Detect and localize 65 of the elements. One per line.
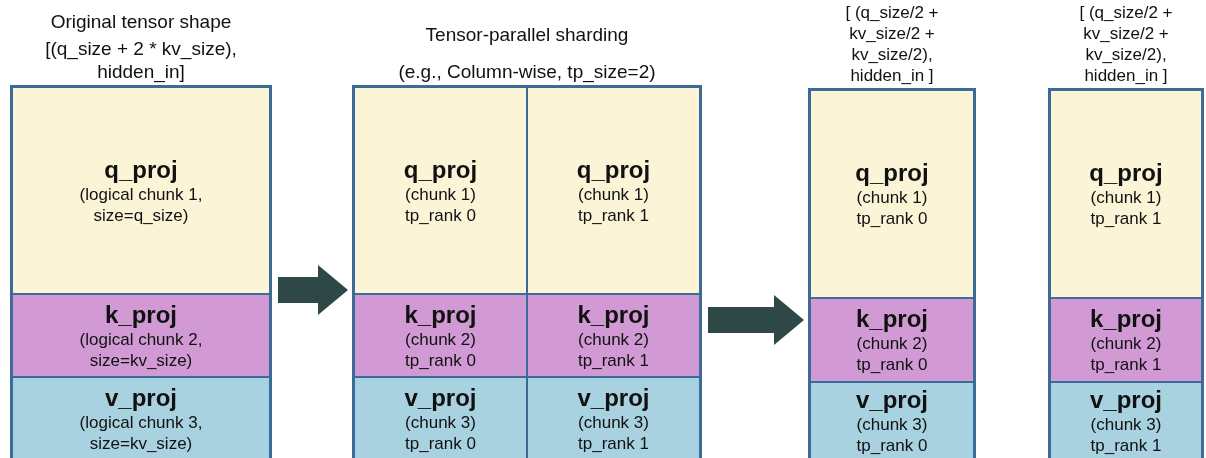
block-note: (chunk 3) bbox=[578, 411, 649, 433]
block-note: (chunk 3) bbox=[856, 414, 928, 435]
block-note: (logical chunk 1, size=q_size) bbox=[78, 183, 204, 226]
block-title: v_proj bbox=[856, 386, 928, 414]
shard-block bbox=[354, 87, 527, 294]
block-title: q_proj bbox=[1089, 159, 1163, 187]
block-note: (chunk 2) bbox=[856, 333, 928, 354]
block-note: tp_rank 1 bbox=[1090, 435, 1162, 456]
shard-block bbox=[527, 294, 700, 377]
block-title: q_proj bbox=[576, 155, 651, 184]
panel-heading: [ (q_size/2 + kv_size/2 + kv_size/2), hidden_in ] bbox=[844, 2, 940, 86]
block-note: (chunk 1) bbox=[405, 183, 476, 205]
block-title: v_proj bbox=[404, 383, 477, 412]
shard-block bbox=[527, 377, 700, 458]
block-title: v_proj bbox=[105, 383, 177, 412]
shard-block bbox=[810, 382, 974, 458]
block-note: (chunk 1) bbox=[856, 187, 928, 208]
block-note: tp_rank 0 bbox=[856, 354, 928, 375]
block-note: (chunk 1) bbox=[578, 183, 649, 205]
block-title: k_proj bbox=[856, 305, 928, 333]
shard-block bbox=[354, 294, 527, 377]
block-note: tp_rank 1 bbox=[578, 349, 649, 371]
shard-block bbox=[12, 87, 270, 294]
block-note: (chunk 2) bbox=[405, 328, 476, 350]
block-title: v_proj bbox=[1090, 386, 1162, 414]
shard-block bbox=[12, 377, 270, 458]
block-note: tp_rank 0 bbox=[856, 435, 928, 456]
block-note: (chunk 3) bbox=[405, 411, 476, 433]
shard-block bbox=[1050, 382, 1202, 458]
block-title: k_proj bbox=[577, 300, 650, 329]
panel-heading: [ (q_size/2 + kv_size/2 + kv_size/2), hidden_in ] bbox=[1078, 2, 1174, 86]
block-note: tp_rank 1 bbox=[578, 432, 649, 454]
panel-heading: Original tensor shape bbox=[50, 10, 232, 33]
arrow bbox=[708, 295, 804, 345]
block-title: v_proj bbox=[577, 383, 650, 412]
block-note: tp_rank 1 bbox=[1090, 208, 1162, 229]
block-note: tp_rank 0 bbox=[856, 208, 928, 229]
block-title: q_proj bbox=[104, 155, 178, 184]
block-note: (logical chunk 3, size=kv_size) bbox=[78, 411, 204, 454]
block-note: (chunk 2) bbox=[1090, 333, 1162, 354]
panel-subheading: (e.g., Column-wise, tp_size=2) bbox=[398, 60, 656, 83]
block-note: tp_rank 1 bbox=[578, 204, 649, 226]
shard-block bbox=[810, 298, 974, 382]
block-title: q_proj bbox=[403, 155, 478, 184]
block-note: tp_rank 0 bbox=[405, 204, 476, 226]
panel-subheading: [(q_size + 2 * kv_size), hidden_in] bbox=[44, 37, 238, 83]
block-note: tp_rank 0 bbox=[405, 349, 476, 371]
block-note: tp_rank 0 bbox=[405, 432, 476, 454]
shard-block bbox=[527, 87, 700, 294]
block-note: (chunk 2) bbox=[578, 328, 649, 350]
block-note: tp_rank 1 bbox=[1090, 354, 1162, 375]
shard-block bbox=[354, 377, 527, 458]
shard-block bbox=[12, 294, 270, 377]
block-title: k_proj bbox=[1090, 305, 1162, 333]
panel-heading: Tensor-parallel sharding bbox=[425, 23, 629, 46]
block-note: (logical chunk 2, size=kv_size) bbox=[78, 328, 204, 371]
shard-block bbox=[1050, 90, 1202, 298]
block-title: k_proj bbox=[105, 300, 177, 329]
shard-block bbox=[1050, 298, 1202, 382]
block-title: q_proj bbox=[855, 159, 929, 187]
shard-block bbox=[810, 90, 974, 298]
block-title: k_proj bbox=[404, 300, 477, 329]
block-note: (chunk 3) bbox=[1090, 414, 1162, 435]
block-note: (chunk 1) bbox=[1090, 187, 1162, 208]
arrow bbox=[278, 265, 348, 315]
